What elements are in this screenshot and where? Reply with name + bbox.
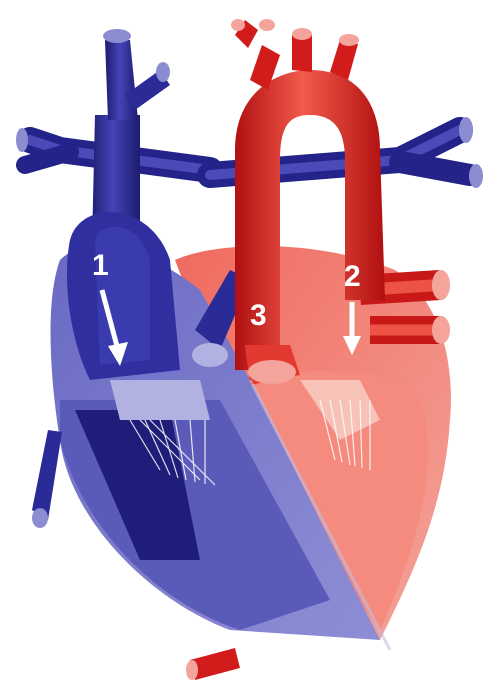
label-2: 2 xyxy=(344,260,361,293)
label-1: 1 xyxy=(92,249,109,282)
label-3: 3 xyxy=(250,299,267,332)
descending-aorta xyxy=(186,648,240,680)
inferior-vena-cava xyxy=(32,430,62,528)
